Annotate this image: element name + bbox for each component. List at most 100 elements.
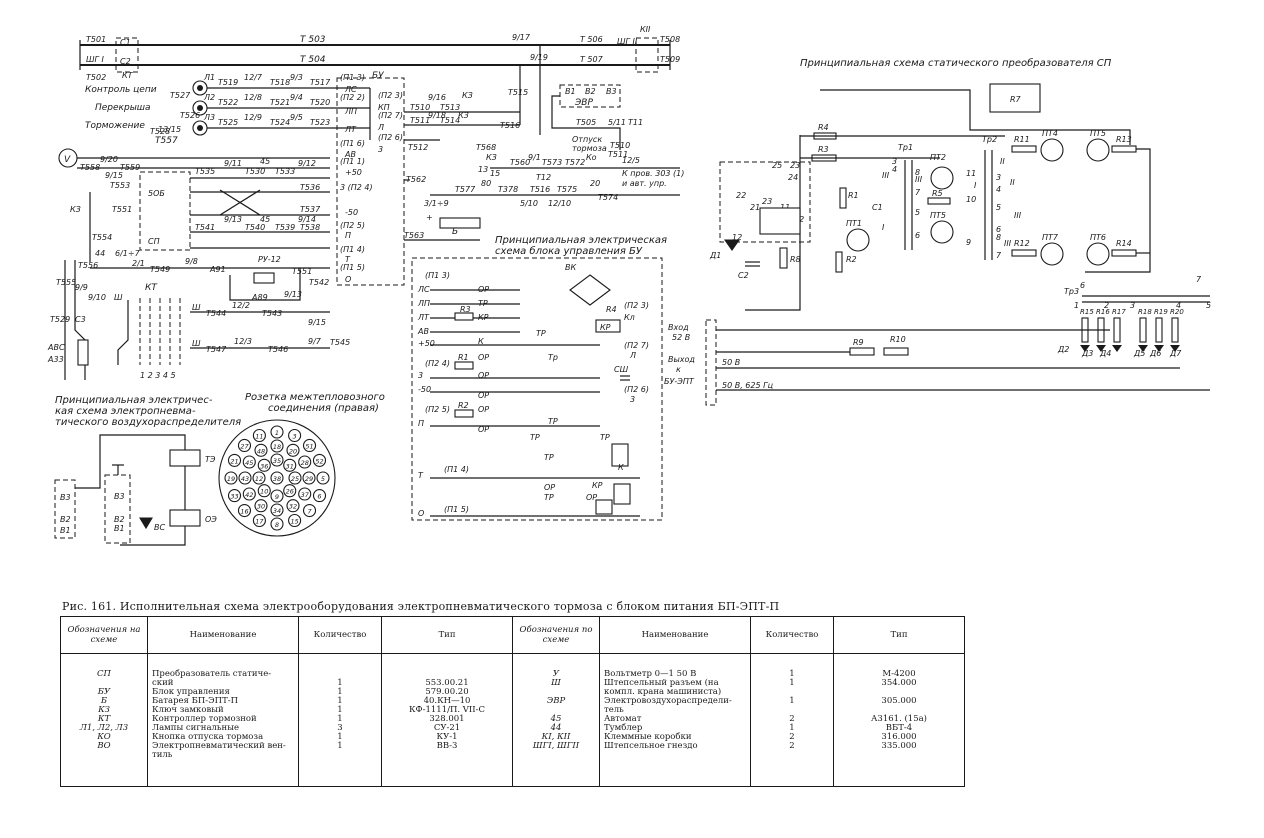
socket-pin bbox=[224, 471, 238, 485]
svg-text:Л: Л bbox=[377, 123, 384, 132]
resistor-label: R19 bbox=[1154, 308, 1168, 316]
svg-text:Ш: Ш bbox=[192, 303, 201, 312]
svg-text:22: 22 bbox=[736, 191, 746, 200]
svg-text:Т551: Т551 bbox=[292, 267, 312, 276]
svg-text:Т537: Т537 bbox=[300, 205, 321, 214]
svg-text:R2: R2 bbox=[846, 255, 857, 264]
svg-text:+50: +50 bbox=[418, 339, 435, 348]
svg-text:Т 503: Т 503 bbox=[300, 35, 326, 45]
svg-text:9/13: 9/13 bbox=[284, 290, 302, 299]
socket-pin-label: 48 bbox=[257, 447, 265, 455]
svg-text:5: 5 bbox=[915, 208, 920, 217]
svg-text:К пров. 303 (1): К пров. 303 (1) bbox=[622, 169, 684, 178]
socket-pin-label: 3 bbox=[293, 433, 297, 441]
table-cell: Лампы сигнальные bbox=[152, 723, 240, 733]
socket-pin-label: 42 bbox=[245, 491, 253, 499]
svg-text:Перекрыша: Перекрыша bbox=[95, 103, 151, 113]
table-cell: Электровоздухораспредели- bbox=[604, 696, 732, 706]
svg-text:Контроль цепи: Контроль цепи bbox=[85, 85, 157, 95]
socket-pin-label: 5 bbox=[321, 475, 325, 483]
svg-text:25: 25 bbox=[772, 161, 782, 170]
svg-text:R9: R9 bbox=[853, 338, 864, 347]
diode-icon bbox=[1170, 345, 1180, 352]
socket-pin-label: 35 bbox=[273, 457, 281, 465]
svg-text:52 В: 52 В bbox=[672, 333, 690, 342]
table-cell: М-4200 bbox=[882, 669, 916, 679]
socket-pin bbox=[270, 425, 284, 439]
table-cell: 1 bbox=[789, 669, 795, 679]
svg-text:3 (П2 4): 3 (П2 4) bbox=[340, 183, 373, 192]
svg-text:23: 23 bbox=[790, 161, 800, 170]
table-cell: 1 bbox=[337, 741, 343, 751]
svg-text:R10: R10 bbox=[890, 335, 906, 344]
svg-text:3: 3 bbox=[892, 157, 897, 166]
socket-title-2: соединения (правая) bbox=[268, 403, 379, 414]
socket-pin bbox=[252, 428, 266, 443]
svg-text:13/15: 13/15 bbox=[158, 125, 181, 134]
socket-pin-label: 51 bbox=[305, 442, 313, 450]
table-cell: тель bbox=[604, 705, 624, 715]
svg-text:(П2 2): (П2 2) bbox=[340, 93, 365, 102]
svg-text:Т546: Т546 bbox=[268, 345, 288, 354]
svg-text:Тр2: Тр2 bbox=[982, 135, 997, 144]
svg-text:ЛТ: ЛТ bbox=[344, 125, 357, 134]
table-cell: 553.00.21 bbox=[425, 678, 469, 688]
svg-text:Т510: Т510 bbox=[610, 141, 630, 150]
svg-text:Т528: Т528 bbox=[150, 127, 170, 136]
svg-text:6/1÷7: 6/1÷7 bbox=[115, 249, 141, 258]
svg-text:В3: В3 bbox=[60, 493, 71, 502]
table-cell: 328.001 bbox=[429, 714, 465, 724]
svg-text:Т536: Т536 bbox=[300, 183, 320, 192]
svg-text:ТР: ТР bbox=[600, 433, 610, 442]
svg-text:КР: КР bbox=[592, 481, 603, 490]
table-cell: Ключ замковый bbox=[152, 705, 224, 715]
svg-text:24: 24 bbox=[788, 173, 798, 182]
svg-text:Т573: Т573 bbox=[542, 158, 562, 167]
socket-pin bbox=[237, 438, 252, 453]
svg-text:Т 506: Т 506 bbox=[580, 35, 603, 44]
svg-text:и авт. упр.: и авт. упр. bbox=[622, 179, 667, 188]
svg-text:9/7: 9/7 bbox=[308, 337, 322, 346]
resistor-label: R20 bbox=[1170, 308, 1184, 316]
svg-text:12/8: 12/8 bbox=[244, 93, 262, 102]
svg-text:АВ: АВ bbox=[417, 327, 429, 336]
svg-text:1: 1 bbox=[1074, 301, 1079, 310]
svg-text:Д6: Д6 bbox=[1149, 349, 1161, 358]
table-cell: 579.00.20 bbox=[425, 687, 469, 697]
socket-pin bbox=[302, 471, 316, 485]
svg-text:80: 80 bbox=[481, 179, 491, 188]
socket-pin-label: 9 bbox=[275, 493, 279, 501]
svg-text:Т530: Т530 bbox=[245, 167, 265, 176]
svg-text:10: 10 bbox=[966, 195, 976, 204]
svg-text:Т509: Т509 bbox=[660, 55, 680, 64]
table-cell: 2 bbox=[789, 714, 795, 724]
svg-text:ТР: ТР bbox=[544, 453, 554, 462]
socket-pin bbox=[270, 503, 284, 517]
socket-pin-label: 52 bbox=[315, 457, 323, 465]
socket-title-1: Розетка межтепловозного bbox=[245, 392, 385, 403]
table-cell bbox=[65, 751, 143, 760]
svg-text:R11: R11 bbox=[1014, 135, 1030, 144]
svg-text:(П1 5): (П1 5) bbox=[444, 505, 469, 514]
socket-pin-label: 25 bbox=[291, 475, 299, 483]
svg-text:9/1: 9/1 bbox=[528, 153, 541, 162]
svg-text:С1: С1 bbox=[872, 203, 883, 212]
pt4 bbox=[1040, 138, 1064, 162]
table-cell: 44 bbox=[550, 723, 562, 733]
socket-pin-label: 1 bbox=[275, 429, 279, 437]
socket-pin-label: 45 bbox=[245, 459, 253, 467]
svg-text:ТР: ТР bbox=[530, 433, 540, 442]
svg-text:11: 11 bbox=[966, 169, 976, 178]
resistor-r17 bbox=[1113, 317, 1121, 343]
pt5 bbox=[930, 220, 954, 244]
svg-text:ПТ6: ПТ6 bbox=[1090, 233, 1106, 242]
svg-text:ВС: ВС bbox=[154, 523, 165, 532]
svg-text:Т574: Т574 bbox=[598, 193, 618, 202]
svg-text:R2: R2 bbox=[458, 401, 469, 410]
diode-icon bbox=[1138, 345, 1148, 352]
socket-pin-label: 8 bbox=[275, 521, 279, 529]
table-cell: Штепсельное гнездо bbox=[604, 741, 698, 751]
